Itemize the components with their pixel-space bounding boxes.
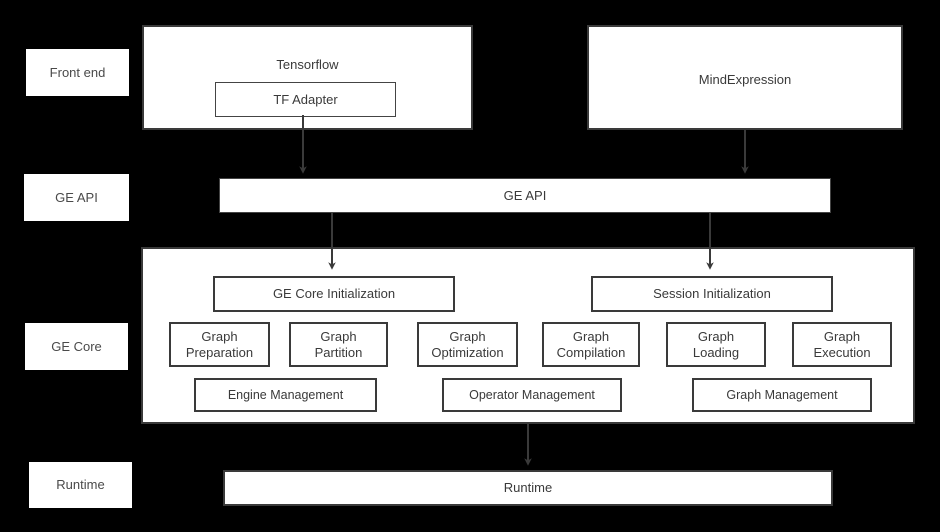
runtime-bar[interactable]: Runtime [223, 470, 833, 506]
ge-api-bar[interactable]: GE API [219, 178, 831, 213]
mindexpression-container[interactable]: MindExpression [587, 25, 903, 130]
ge-core-container: GE Core Initialization Session Initializ… [141, 247, 915, 424]
tier-label-front-end: Front end [26, 49, 129, 96]
tier-label-ge-core: GE Core [25, 323, 128, 370]
stage-graph-execution[interactable]: Graph Execution [792, 322, 892, 367]
graph-management-box[interactable]: Graph Management [692, 378, 872, 412]
tier-label-runtime: Runtime [29, 462, 132, 508]
operator-management-box[interactable]: Operator Management [442, 378, 622, 412]
tensorflow-title: Tensorflow [276, 57, 339, 72]
stage-graph-compilation[interactable]: Graph Compilation [542, 322, 640, 367]
session-initialization-box[interactable]: Session Initialization [591, 276, 833, 312]
tensorflow-container[interactable]: Tensorflow TF Adapter [142, 25, 473, 130]
stage-graph-loading[interactable]: Graph Loading [666, 322, 766, 367]
stage-graph-partition[interactable]: Graph Partition [289, 322, 388, 367]
stage-graph-preparation[interactable]: Graph Preparation [169, 322, 270, 367]
tier-label-ge-api: GE API [24, 174, 129, 221]
ge-core-initialization-box[interactable]: GE Core Initialization [213, 276, 455, 312]
stage-graph-optimization[interactable]: Graph Optimization [417, 322, 518, 367]
mindexpression-title: MindExpression [698, 72, 792, 87]
tf-adapter-box[interactable]: TF Adapter [215, 82, 396, 117]
engine-management-box[interactable]: Engine Management [194, 378, 377, 412]
